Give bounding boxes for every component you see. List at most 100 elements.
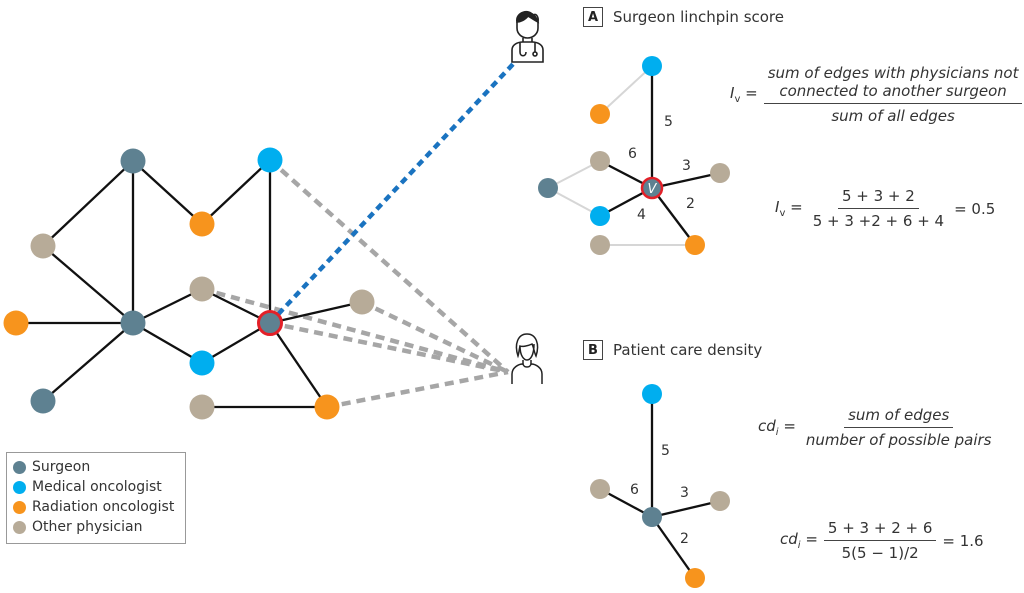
legend-swatch xyxy=(13,480,26,494)
legend: Surgeon Medical oncologist Radiation onc… xyxy=(6,452,186,544)
legend-label: Radiation oncologist xyxy=(32,499,175,515)
panel-b-edge xyxy=(651,516,696,579)
formula-symbol: I xyxy=(775,198,780,216)
panel-b-node-medical-oncologist xyxy=(642,384,662,404)
panel-a-edge xyxy=(651,171,721,190)
panel-a-node-medical-oncologist xyxy=(590,206,610,226)
panel-b-node-other-physician xyxy=(590,479,610,499)
linchpin-formula-general: Iv = sum of edges with physicians not co… xyxy=(730,64,1023,125)
panel-b-edge xyxy=(651,499,721,519)
panel-b-edge-weight: 6 xyxy=(630,482,639,498)
panel-a-edge-weight: 2 xyxy=(686,196,695,212)
formula-lhs: cdi = xyxy=(780,530,818,551)
panel-a-node-surgeon xyxy=(538,178,558,198)
patient-woman-icon xyxy=(511,333,543,384)
fraction-numerator: 5 + 3 + 2 xyxy=(837,187,919,209)
legend-label: Surgeon xyxy=(32,459,91,475)
panel-a-node-medical-oncologist xyxy=(642,56,662,76)
network-nodes xyxy=(3,147,375,420)
panel-a-edge xyxy=(651,187,696,246)
node-radiation-oncologist xyxy=(189,211,215,237)
patient-link-o3 xyxy=(361,299,509,375)
fraction: 5 + 3 + 2 5 + 3 +2 + 6 + 4 xyxy=(809,187,948,230)
panel-b-edge-weight: 5 xyxy=(661,443,670,459)
panel-b-graph: 5 6 3 2 xyxy=(590,384,730,588)
formula-lhs: cdi = xyxy=(758,417,796,438)
node-radiation-oncologist xyxy=(3,310,29,336)
node-other-physician xyxy=(189,394,215,420)
fraction-denominator: number of possible pairs xyxy=(805,431,992,449)
panel-a-edge-weight: 3 xyxy=(682,158,691,174)
panel-a-node-other-physician xyxy=(710,163,730,183)
legend-swatch xyxy=(13,520,26,534)
formula-lhs: Iv = xyxy=(730,84,758,105)
fraction-denominator: 5(5 − 1)/2 xyxy=(841,544,919,562)
network-edges xyxy=(16,159,363,409)
panel-a-header: A Surgeon linchpin score xyxy=(583,7,784,27)
panel-a-node-other-physician xyxy=(590,151,610,171)
care-density-formula-example: cdi = 5 + 3 + 2 + 6 5(5 − 1)/2 = 1.6 xyxy=(780,519,984,562)
fraction-numerator: sum of edges xyxy=(844,406,954,428)
panel-a-node-other-physician xyxy=(590,235,610,255)
formula-symbol: cd xyxy=(780,530,798,548)
node-medical-oncologist xyxy=(257,147,283,173)
formula-subscript: i xyxy=(775,427,779,438)
network-edge-s2-m2 xyxy=(132,322,203,364)
panel-b-letter: B xyxy=(583,340,603,360)
legend-swatch xyxy=(13,460,26,474)
fraction-denominator: 5 + 3 +2 + 6 + 4 xyxy=(812,212,945,230)
network-edge-v-r3 xyxy=(269,322,328,408)
panel-a-letter: A xyxy=(583,7,603,27)
panel-b-node-other-physician xyxy=(710,491,730,511)
panel-a-edge-weight: 6 xyxy=(628,146,637,162)
formula-subscript: v xyxy=(734,94,741,105)
legend-item-radiation-oncologist: Radiation oncologist xyxy=(13,497,185,517)
legend-item-surgeon: Surgeon xyxy=(13,457,185,477)
formula-lhs: Iv = xyxy=(775,198,803,219)
links-layer xyxy=(201,60,517,410)
panel-b-header: B Patient care density xyxy=(583,340,762,360)
network-edge-m2-v xyxy=(201,322,271,364)
panel-a-node-radiation-oncologist xyxy=(685,235,705,255)
panel-a-title: Surgeon linchpin score xyxy=(613,8,784,26)
numerator-line-2: connected to another surgeon xyxy=(779,82,1007,100)
panel-a-focal-label: V xyxy=(648,182,658,197)
node-other-physician xyxy=(30,233,56,259)
formula-subscript: v xyxy=(779,208,786,219)
panel-b-node-surgeon xyxy=(642,507,662,527)
panel-b-edge-weight: 2 xyxy=(680,531,689,547)
legend-item-other-physician: Other physician xyxy=(13,517,185,537)
node-other-physician xyxy=(349,289,375,315)
fraction: sum of edges with physicians not connect… xyxy=(763,64,1023,125)
linchpin-formula-example: Iv = 5 + 3 + 2 5 + 3 +2 + 6 + 4 = 0.5 xyxy=(775,187,995,230)
fraction-numerator: 5 + 3 + 2 + 6 xyxy=(823,519,937,541)
panel-a-focal-node xyxy=(640,176,664,200)
network-edge-o1-s2 xyxy=(42,245,134,324)
node-radiation-oncologist xyxy=(314,394,340,420)
formula-result: = 0.5 xyxy=(954,199,996,218)
panel-a-edge-weight: 4 xyxy=(637,207,646,223)
node-other-physician xyxy=(189,276,215,302)
legend-swatch xyxy=(13,500,26,514)
focal-surgeon-node xyxy=(257,310,283,336)
patient-link-m1 xyxy=(268,158,510,374)
network-edge-s2-o2 xyxy=(132,287,203,325)
node-surgeon xyxy=(120,310,146,336)
panel-b-node-radiation-oncologist xyxy=(685,568,705,588)
care-density-formula-general: cdi = sum of edges number of possible pa… xyxy=(758,406,996,449)
formula-subscript: i xyxy=(797,540,801,551)
node-surgeon xyxy=(30,388,56,414)
node-surgeon xyxy=(120,148,146,174)
network-edge-s2-s3 xyxy=(42,322,134,402)
network-edge-s1-o1 xyxy=(42,160,134,247)
formula-symbol: cd xyxy=(758,417,776,435)
panel-b-title: Patient care density xyxy=(613,341,763,359)
legend-label: Other physician xyxy=(32,519,143,535)
legend-item-medical-oncologist: Medical oncologist xyxy=(13,477,185,497)
formula-result: = 1.6 xyxy=(942,531,984,550)
fraction-denominator: sum of all edges xyxy=(831,107,955,125)
panel-a-light-edge xyxy=(599,65,653,115)
panel-b-edge-weight: 3 xyxy=(680,485,689,501)
